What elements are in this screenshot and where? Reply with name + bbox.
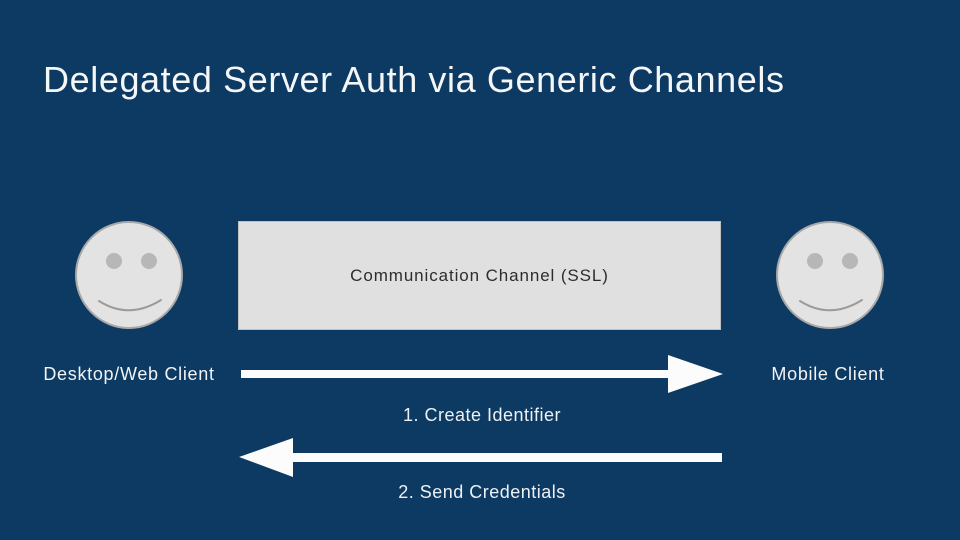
message-label-create-identifier: 1. Create Identifier: [402, 405, 562, 425]
eye-right: [842, 253, 858, 269]
communication-channel-box: Communication Channel (SSL): [238, 221, 721, 330]
channel-label: Communication Channel (SSL): [350, 265, 609, 285]
arrow-left-icon: [239, 438, 722, 477]
smiley-face-icon: [75, 221, 183, 329]
slide-title: Delegated Server Auth via Generic Channe…: [43, 59, 785, 100]
eye-right: [141, 253, 157, 269]
arrow-right-icon: [241, 355, 723, 393]
eye-left: [106, 253, 122, 269]
message-label-send-credentials: 2. Send Credentials: [398, 482, 566, 502]
eye-left: [807, 253, 823, 269]
smile-curve: [98, 299, 162, 312]
actor-label-mobile-client: Mobile Client: [771, 364, 885, 384]
actor-label-desktop-web-client: Desktop/Web Client: [43, 364, 215, 384]
smile-curve: [799, 299, 863, 312]
smiley-face-icon: [776, 221, 884, 329]
